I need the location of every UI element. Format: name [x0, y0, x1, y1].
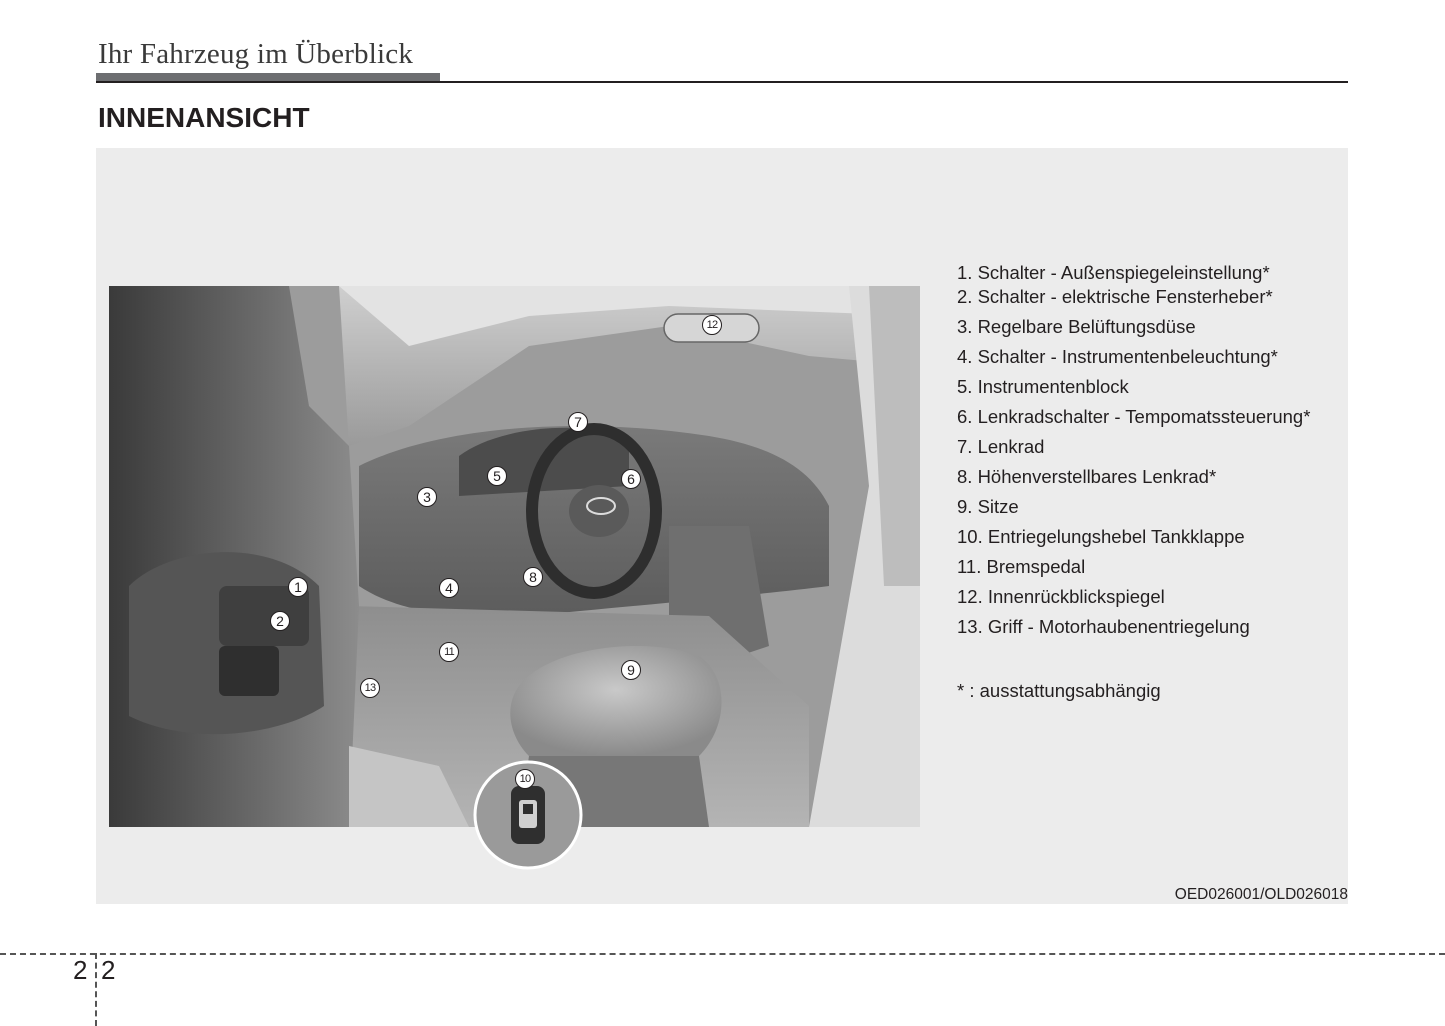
legend-item: 11. Bremspedal — [957, 556, 1086, 577]
callout-marker: 2 — [270, 611, 290, 631]
section-title: INNENANSICHT — [98, 102, 310, 133]
callout-marker: 9 — [621, 660, 641, 680]
fuel-door-lever-inset — [473, 760, 583, 870]
legend-item: 5. Instrumentenblock — [957, 376, 1129, 397]
legend-item: 7. Lenkrad — [957, 436, 1045, 457]
callout-marker: 10 — [515, 769, 535, 789]
chapter-title: Ihr Fahrzeug im Überblick — [98, 38, 414, 70]
legend-item: 12. Innenrückblickspiegel — [957, 586, 1165, 607]
footer-rule — [0, 953, 1445, 955]
callout-marker: 6 — [621, 469, 641, 489]
legend-list: 1. Schalter - Außenspiegeleinstellung* 2… — [957, 263, 1310, 637]
header-rule — [96, 81, 1348, 83]
callout-marker: 3 — [417, 487, 437, 507]
page-number: 2 — [101, 955, 116, 985]
legend-item: 3. Regelbare Belüftungsdüse — [957, 316, 1196, 337]
callout-marker: 8 — [523, 567, 543, 587]
legend-item: 4. Schalter - Instrumentenbeleuchtung* — [957, 346, 1278, 367]
footer-divider — [95, 953, 97, 1026]
callout-marker: 7 — [568, 412, 588, 432]
legend-item: 6. Lenkradschalter - Tempomatssteuerung* — [957, 406, 1311, 427]
callout-marker: 11 — [439, 642, 459, 662]
legend-item: 13. Griff - Motorhaubenentriegelung — [957, 616, 1250, 637]
callout-marker: 12 — [702, 315, 722, 335]
callout-marker: 13 — [360, 678, 380, 698]
legend-item: 8. Höhenverstellbares Lenkrad* — [957, 466, 1217, 487]
callout-marker: 4 — [439, 578, 459, 598]
car-interior-illustration — [109, 286, 920, 827]
legend-item: 10. Entriegelungshebel Tankklappe — [957, 526, 1245, 547]
image-code: OED026001/OLD026018 — [1174, 886, 1348, 903]
chapter-number: 2 — [73, 955, 88, 985]
callout-marker: 1 — [288, 577, 308, 597]
legend-note: * : ausstattungsabhängig — [957, 680, 1161, 701]
callout-marker: 5 — [487, 466, 507, 486]
legend-item: 9. Sitze — [957, 496, 1019, 517]
legend-item: 1. Schalter - Außenspiegeleinstellung* — [957, 262, 1270, 283]
legend-item: 2. Schalter - elektrische Fensterheber* — [957, 286, 1273, 307]
header-rule-accent — [96, 73, 440, 83]
